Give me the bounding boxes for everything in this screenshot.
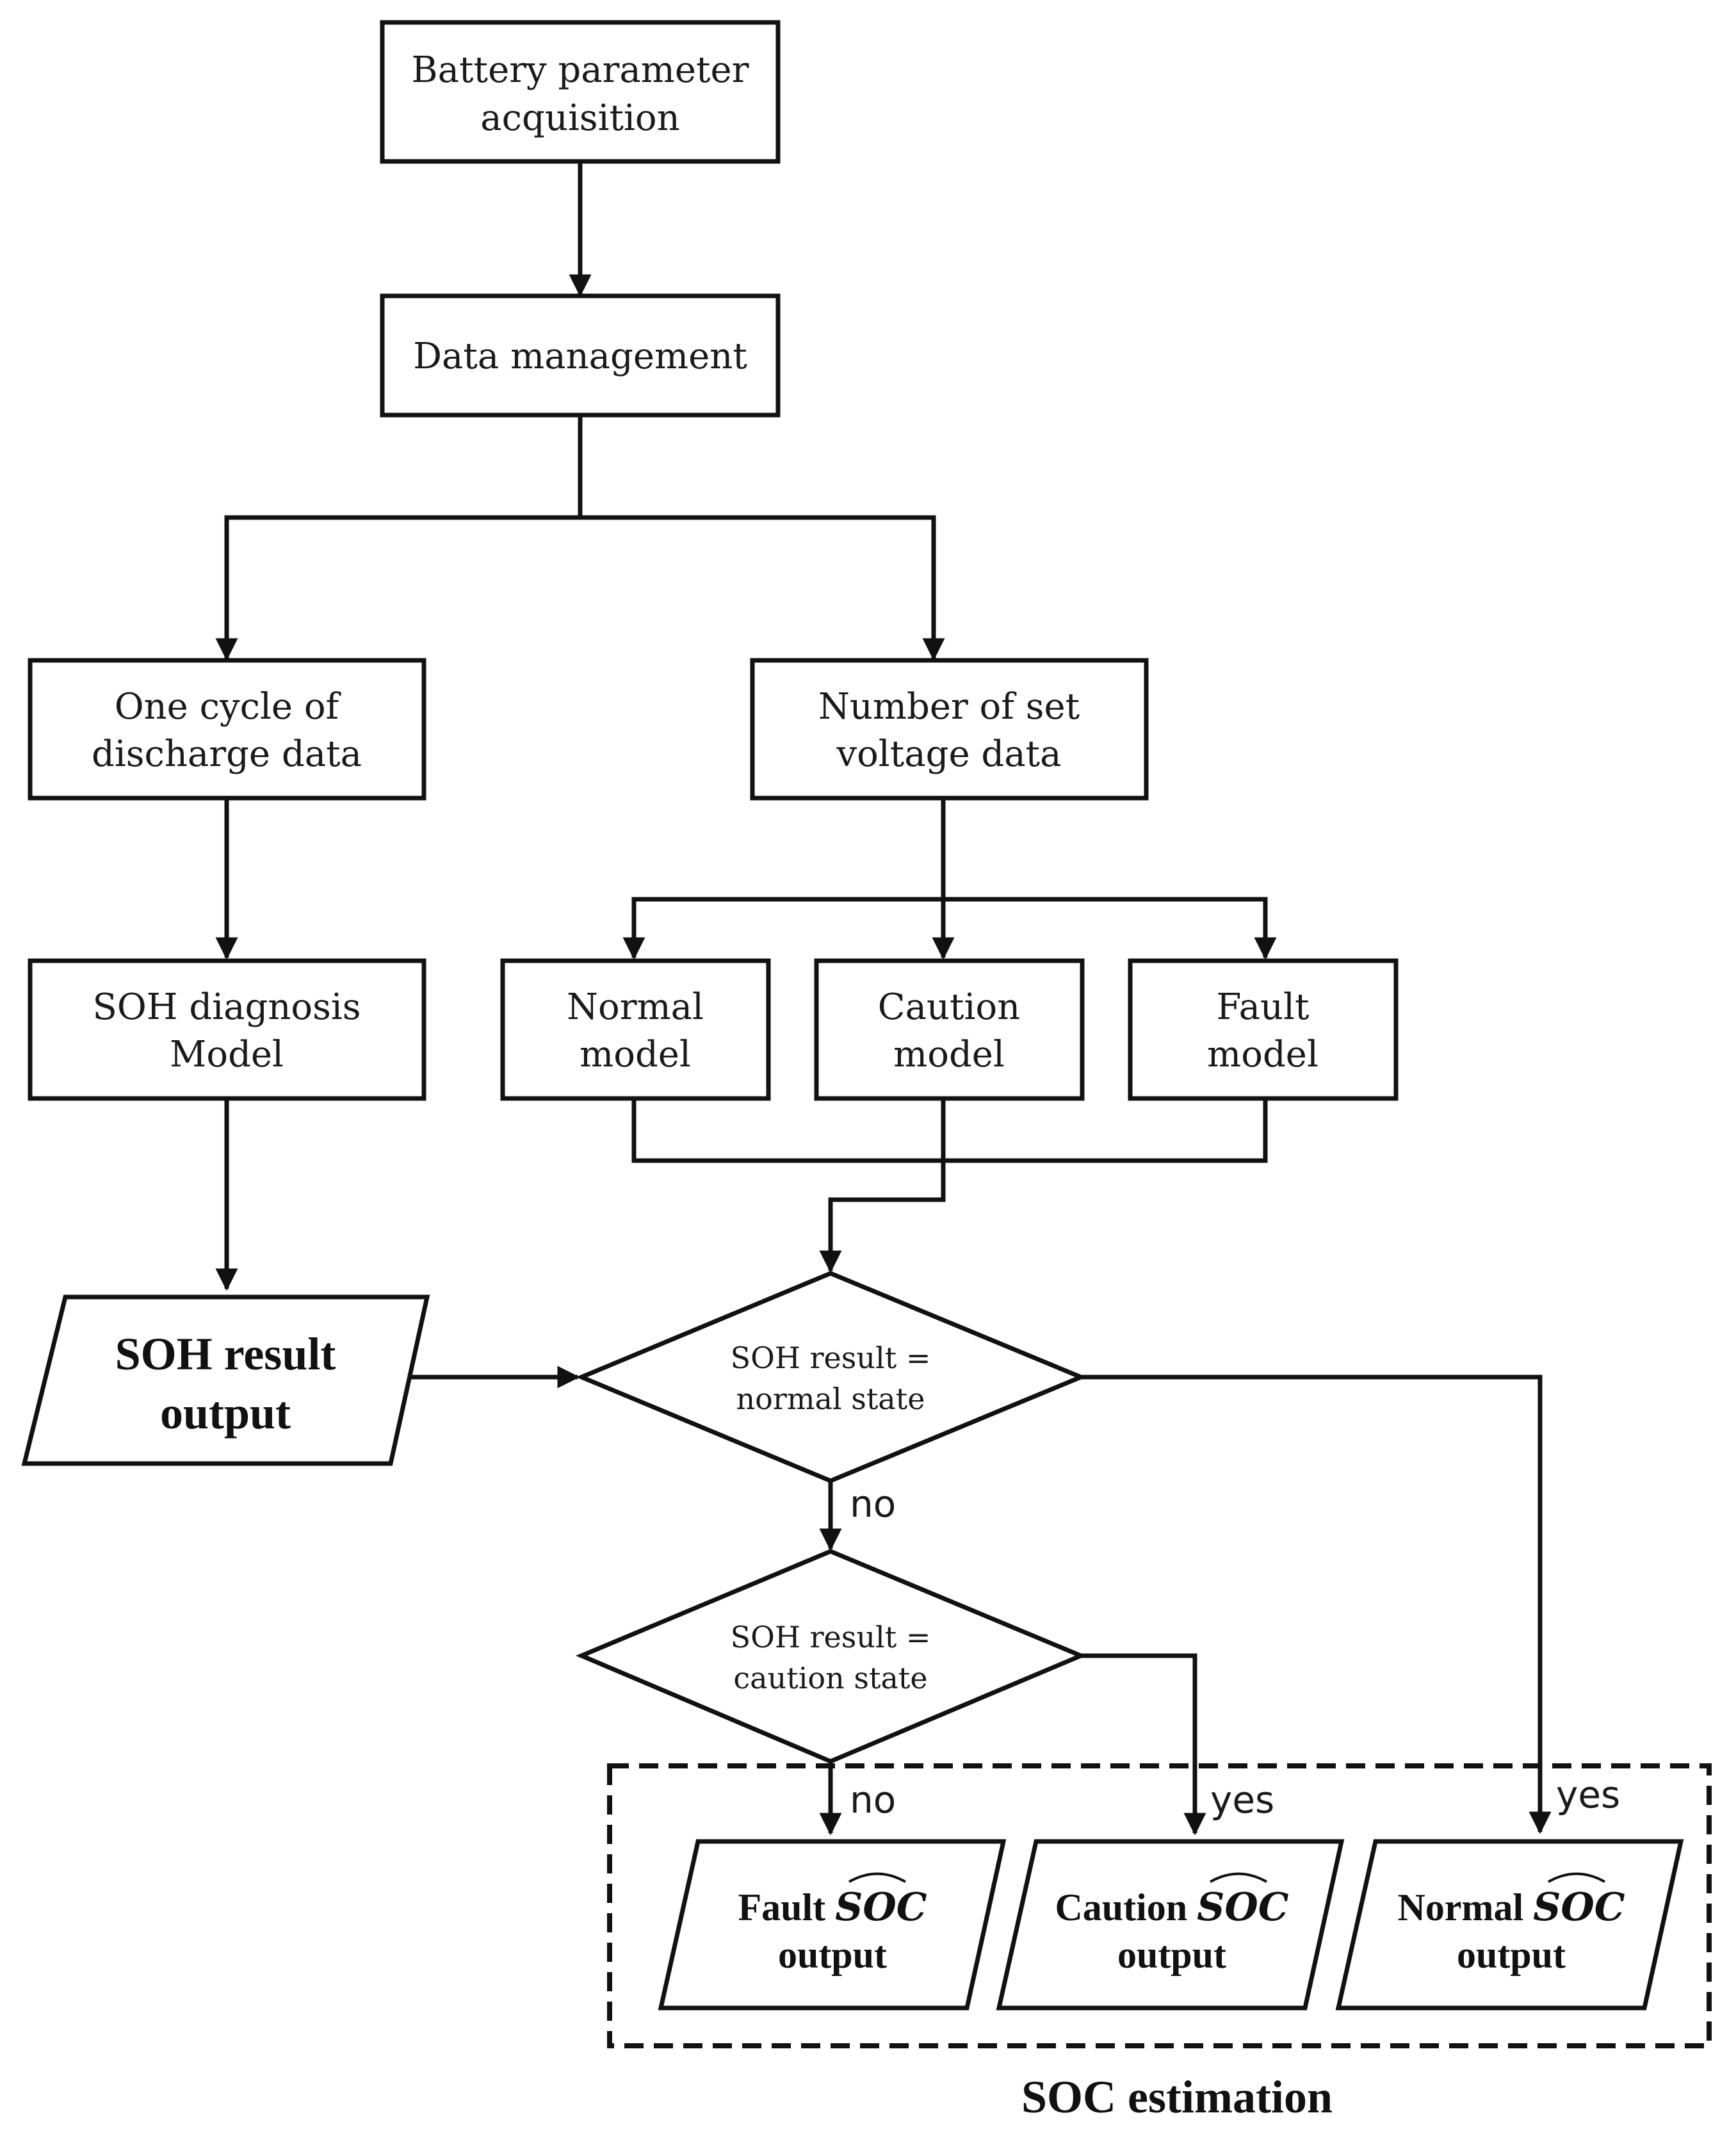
output-label-line2: output (1457, 1934, 1566, 1976)
node-label: Normal (567, 986, 704, 1028)
node-voltage-data: Number of set voltage data (750, 658, 1149, 801)
hat-icon (1548, 1872, 1605, 1883)
edge-label-no: no (850, 1778, 896, 1822)
edge-decision-caution-yes (1081, 1653, 1206, 1836)
edge-label-yes: yes (1210, 1778, 1274, 1822)
hat-icon (848, 1872, 906, 1883)
decision-caution-state: SOH result = caution state (575, 1549, 1087, 1764)
node-label: acquisition (480, 97, 679, 139)
output-label-line2: output (1117, 1934, 1226, 1976)
soc-estimation-group (607, 1763, 1712, 2048)
node-label: model (1207, 1034, 1318, 1075)
decision-label: SOH result = (731, 1620, 931, 1654)
node-label: Battery parameter (412, 49, 749, 91)
node-label: discharge data (92, 733, 362, 775)
node-data-management: Data management (380, 293, 781, 418)
edge-models-to-decision (819, 1098, 946, 1273)
node-label: Caution (878, 986, 1021, 1028)
decision-normal-state: SOH result = normal state (575, 1271, 1087, 1483)
soc-estimation-title: SOC estimation (1021, 2071, 1333, 2123)
edge-label-yes: yes (1556, 1773, 1620, 1816)
node-label: Data management (413, 336, 747, 377)
node-fault-soc-output: Fault SOC output (658, 1839, 1007, 2011)
node-soh-result-output: SOH result output (21, 1294, 430, 1466)
edge-data-to-discharge (215, 415, 583, 661)
node-label: Model (170, 1034, 284, 1075)
output-label-line1: Normal SOC (1398, 1885, 1625, 1930)
node-label: model (580, 1034, 691, 1075)
node-label: Fault (1217, 986, 1310, 1028)
edge-label-no: no (850, 1482, 896, 1526)
node-discharge-data: One cycle of discharge data (28, 658, 426, 801)
decision-label: SOH result = (731, 1341, 931, 1375)
node-label: SOH result (115, 1328, 336, 1380)
output-label-line1: Fault SOC (738, 1885, 927, 1930)
decision-label: caution state (733, 1661, 927, 1695)
decision-label: normal state (736, 1382, 925, 1416)
node-label: voltage data (836, 733, 1061, 775)
node-label: model (893, 1034, 1005, 1075)
node-normal-soc-output: Normal SOC output (1335, 1839, 1684, 2011)
output-label-line1: Caution SOC (1055, 1885, 1288, 1930)
node-label: One cycle of (115, 686, 342, 728)
node-caution-soc-output: Caution SOC output (996, 1839, 1345, 2011)
node-soh-diagnosis-model: SOH diagnosis Model (28, 958, 426, 1101)
edge-data-to-voltage (580, 515, 945, 661)
node-label: SOH diagnosis (92, 986, 361, 1028)
node-battery-parameter-acquisition: Battery parameter acquisition (380, 20, 781, 164)
node-normal-model: Normal model (500, 958, 771, 1101)
node-fault-model: Fault model (1128, 958, 1399, 1101)
hat-icon (1210, 1872, 1267, 1883)
output-label-line2: output (778, 1934, 887, 1976)
edge-models-merge (631, 1098, 1268, 1163)
node-label: output (160, 1387, 291, 1439)
edge-voltage-branch (631, 897, 1268, 958)
node-label: Number of set (818, 686, 1080, 728)
node-caution-model: Caution model (814, 958, 1085, 1101)
edge-decision-normal-yes (1081, 1375, 1552, 1834)
